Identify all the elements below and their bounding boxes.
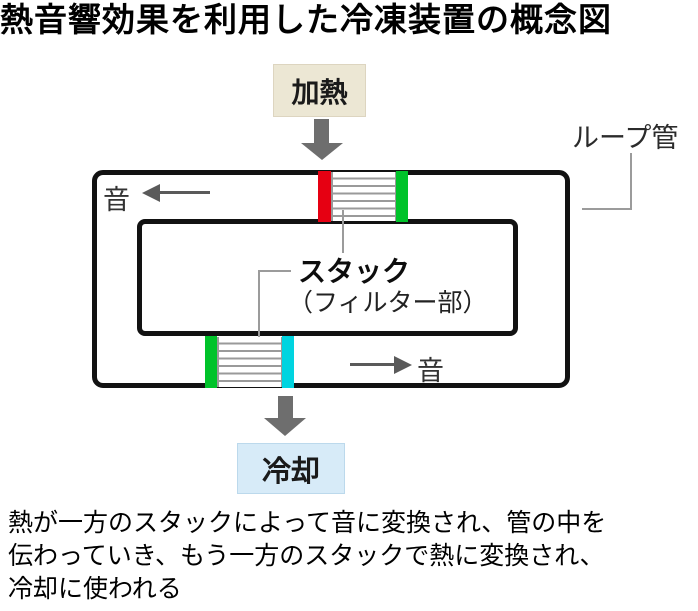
cool-arrow-down-head-icon	[264, 418, 306, 436]
cool-label: 冷却	[261, 453, 320, 488]
bottom-stack-leader-horizontal	[258, 270, 291, 272]
heat-label: 加熱	[291, 75, 348, 109]
bottom-stack-warm-end	[205, 336, 217, 388]
cool-label-box: 冷却	[237, 443, 345, 494]
bottom-stack-filter-stripes	[217, 337, 283, 387]
page-title: 熱音響効果を利用した冷凍装置の概念図	[0, 0, 612, 39]
caption-line: 伝わっていき、もう一方のスタックで熱に変換され、	[8, 541, 605, 570]
bottom-stack-leader-vertical	[258, 270, 260, 350]
sound-left-arrow-head-icon	[142, 184, 160, 202]
heat-arrow-down-head-icon	[301, 143, 343, 160]
caption-line: 冷却に使われる	[8, 574, 182, 603]
loop-tube-leader-horizontal	[582, 208, 632, 210]
top-stack-filter-stripes	[331, 172, 397, 221]
sound-right-arrow-head-icon	[394, 356, 412, 374]
sound-left-label: 音	[103, 185, 130, 216]
heat-arrow-down-icon	[314, 119, 329, 144]
top-stack-hot-end	[318, 171, 331, 222]
caption: 熱が一方のスタックによって音に変換され、管の中を 伝わっていき、もう一方のスタッ…	[8, 506, 696, 605]
top-stack-leader	[342, 210, 344, 253]
loop-tube-inner-wall	[137, 219, 518, 336]
caption-line: 熱が一方のスタックによって音に変換され、管の中を	[8, 508, 607, 537]
heat-label-box: 加熱	[273, 64, 366, 117]
bottom-stack-cold-end	[282, 336, 294, 388]
cool-arrow-down-icon	[278, 396, 293, 419]
top-stack-warm-end	[396, 171, 408, 222]
sound-left-arrow-icon	[159, 191, 210, 194]
sound-right-arrow-icon	[350, 363, 396, 366]
stack-label: スタック	[298, 255, 411, 288]
loop-tube-leader-vertical	[630, 153, 632, 210]
loop-tube-label: ループ管	[572, 123, 679, 154]
stack-sublabel: （フィルター部）	[288, 288, 488, 317]
sound-right-label: 音	[417, 356, 444, 387]
